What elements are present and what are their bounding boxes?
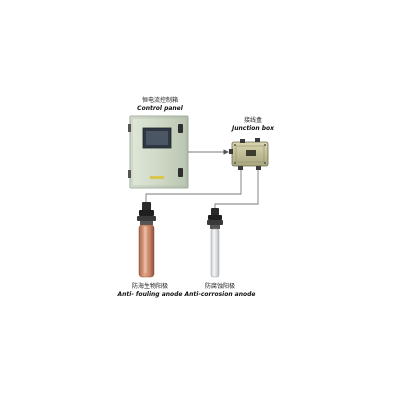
anti-corrosion-anode-label-cn: 防腐蚀阳极	[204, 283, 236, 290]
junction-box-label-cn: 接线盒	[243, 117, 263, 124]
cable-junction-to-antifouling	[145, 170, 242, 204]
control-panel-label-en: Control panel	[137, 105, 183, 112]
anti-fouling-anode-label-cn: 防海生物阳极	[131, 283, 169, 290]
anti-corrosion-anode-label-en: Anti-corrosion anode	[184, 291, 256, 298]
control-panel-label-cn: 恒电流控制箱	[141, 97, 179, 104]
anti-fouling-anode	[137, 202, 156, 278]
anti-fouling-anode-label-en: Anti- fouling anode	[117, 291, 183, 298]
junction-box-label-en: Junction box	[231, 125, 275, 132]
cables	[145, 149, 259, 210]
control-panel	[128, 115, 189, 189]
cable-junction-to-anticorrosion	[214, 170, 259, 210]
anti-corrosion-anode	[207, 208, 223, 278]
junction-box	[229, 138, 269, 170]
